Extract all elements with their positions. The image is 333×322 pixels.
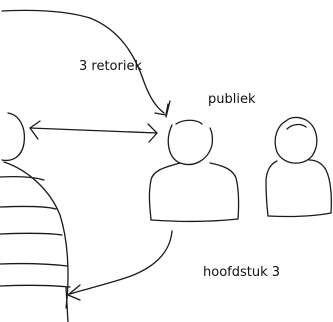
audience-figure-2 (265, 116, 332, 218)
speaker-figure (0, 112, 71, 309)
double-headed-arrow (29, 120, 158, 143)
audience-figure-1 (148, 119, 240, 223)
rhetoric-label: 3 retoriek (79, 59, 142, 74)
chapter-label: hoofdstuk 3 (203, 265, 281, 280)
bottom-curved-arrow (65, 230, 173, 322)
audience-label: publiek (208, 92, 256, 107)
top-curved-arrow (1, 9, 171, 118)
